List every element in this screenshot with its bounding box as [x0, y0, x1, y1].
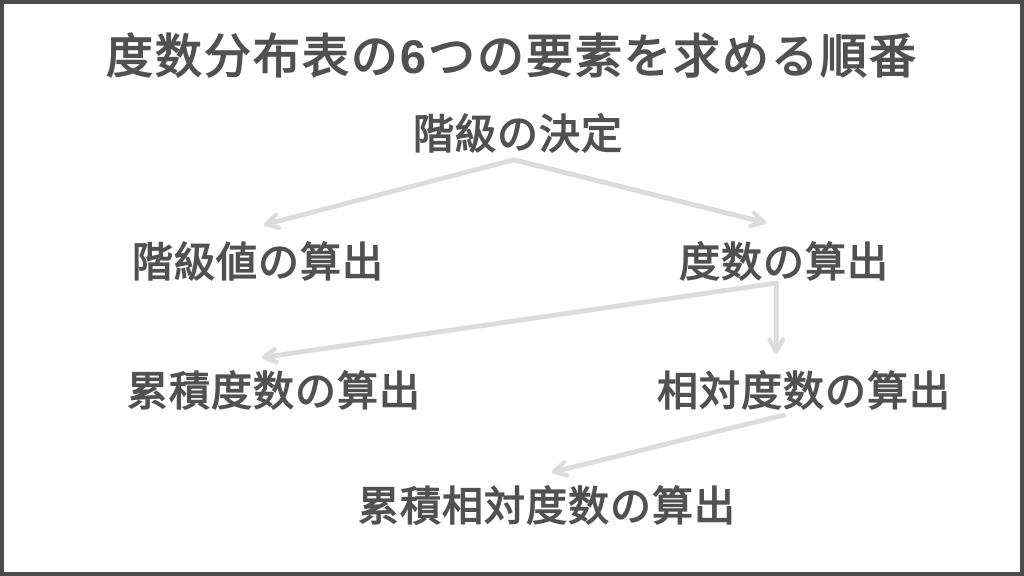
node-cumulative-frequency: 累積度数の算出	[127, 368, 421, 415]
arrow-class-decision-to-frequency	[511, 157, 767, 229]
arrow-relative-frequency-to-cumulative-relative-frequency	[551, 412, 786, 478]
page-title: 度数分布表の6つの要素を求める順番	[105, 30, 919, 83]
node-relative-frequency: 相対度数の算出	[657, 368, 951, 415]
arrow-frequency-to-cumulative-frequency	[261, 280, 779, 365]
node-frequency: 度数の算出	[679, 239, 889, 286]
node-cumulative-relative-frequency: 累積相対度数の算出	[358, 483, 736, 530]
node-class-decision: 階級の決定	[413, 111, 623, 158]
node-class-value: 階級値の算出	[132, 239, 384, 286]
arrow-class-decision-to-class-value	[263, 157, 517, 230]
